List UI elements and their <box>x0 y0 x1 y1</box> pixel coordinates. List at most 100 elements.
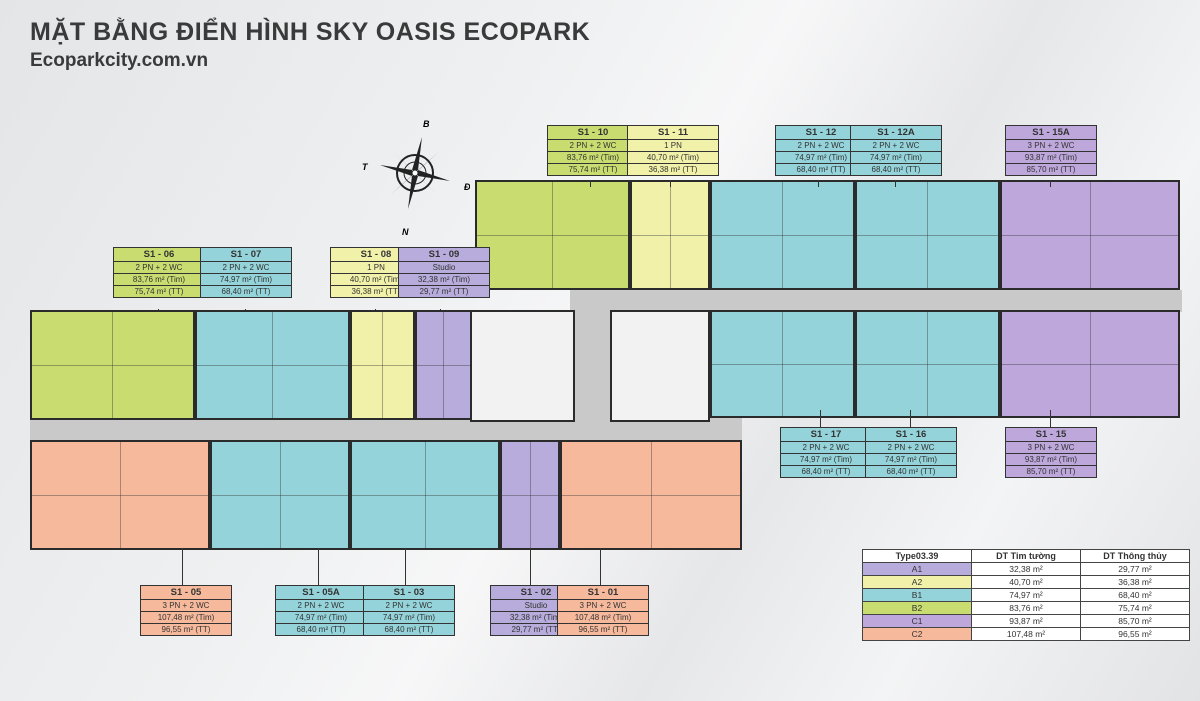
leader-line <box>405 548 406 585</box>
unit-id: S1 - 08 <box>360 249 392 260</box>
legend-cell-type: A2 <box>862 575 972 589</box>
legend-cell-tt: 96,55 m² <box>1080 627 1190 641</box>
unit-id: S1 - 15A <box>1032 127 1070 138</box>
unit-s116[interactable] <box>855 310 1000 418</box>
unit-tim: 74,97 m² (Tim) <box>201 273 291 285</box>
unit-id: S1 - 05A <box>302 587 340 598</box>
leader-line <box>245 309 246 310</box>
unit-rooms: Studio <box>399 261 489 273</box>
compass-west: T <box>362 162 369 172</box>
unit-id: S1 - 05 <box>170 587 202 598</box>
unit-rooms: 2 PN + 2 WC <box>364 599 454 611</box>
unit-id: S1 - 01 <box>587 587 619 598</box>
unit-s101[interactable] <box>560 440 742 550</box>
unit-rooms: 2 PN + 2 WC <box>548 139 638 151</box>
lobby <box>575 300 610 430</box>
unit-rooms: Studio <box>491 599 581 611</box>
unit-tim: 74,97 m² (Tim) <box>851 151 941 163</box>
compass-south: N <box>402 227 409 235</box>
unit-s108[interactable] <box>350 310 415 420</box>
unit-tim: 74,97 m² (Tim) <box>776 151 866 163</box>
unit-s109[interactable] <box>415 310 472 420</box>
unit-s112[interactable] <box>710 180 855 290</box>
unit-s111[interactable] <box>630 180 710 290</box>
unit-s105[interactable] <box>30 440 210 550</box>
compass-icon: B Đ N T <box>362 119 471 237</box>
unit-id: S1 - 11 <box>657 127 689 138</box>
unit-s105a[interactable] <box>210 440 350 550</box>
unit-rooms: 2 PN + 2 WC <box>201 261 291 273</box>
unit-tt: 68,40 m² (TT) <box>851 163 941 175</box>
unit-rooms: 2 PN + 2 WC <box>851 139 941 151</box>
unit-tt: 68,40 m² (TT) <box>866 465 956 477</box>
legend-cell-type: C2 <box>862 627 972 641</box>
legend-cell-tt: 75,74 m² <box>1080 601 1190 615</box>
unit-s115a[interactable] <box>1000 180 1180 290</box>
unit-s117[interactable] <box>710 310 855 418</box>
unit-id: S1 - 02 <box>520 587 552 598</box>
unit-tt: 68,40 m² (TT) <box>201 285 291 297</box>
leader-line <box>910 410 911 427</box>
legend-cell-tt: 36,38 m² <box>1080 575 1190 589</box>
unit-s107[interactable] <box>195 310 350 420</box>
legend-cell-tim: 40,70 m² <box>971 575 1081 589</box>
unit-tt: 85,70 m² (TT) <box>1006 465 1096 477</box>
leader-line <box>670 180 671 187</box>
unit-id: S1 - 06 <box>143 249 175 260</box>
unit-tim: 74,97 m² (Tim) <box>276 611 366 623</box>
unit-s112a[interactable] <box>855 180 1000 290</box>
unit-tt: 36,38 m² (TT) <box>628 163 718 175</box>
leader-line <box>895 180 896 187</box>
stair-core-right <box>610 310 710 422</box>
compass-rose: B Đ N T <box>360 115 471 237</box>
unit-rooms: 3 PN + 2 WC <box>141 599 231 611</box>
unit-rooms: 2 PN + 2 WC <box>114 261 204 273</box>
legend-cell-type: C1 <box>862 614 972 628</box>
unit-tt: 29,77 m² (TT) <box>399 285 489 297</box>
unit-s115[interactable] <box>1000 310 1180 418</box>
legend-cell-tim: 83,76 m² <box>971 601 1081 615</box>
leader-line <box>158 309 159 310</box>
unit-tim: 32,38 m² (Tim) <box>399 273 489 285</box>
unit-s103[interactable] <box>350 440 500 550</box>
unit-tim: 74,97 m² (Tim) <box>866 453 956 465</box>
unit-rooms: 3 PN + 2 WC <box>1006 139 1096 151</box>
unit-tt: 29,77 m² (TT) <box>491 623 581 635</box>
unit-tim: 83,76 m² (Tim) <box>548 151 638 163</box>
leader-line <box>530 548 531 585</box>
compass-east: Đ <box>464 182 470 192</box>
unit-tt: 68,40 m² (TT) <box>776 163 866 175</box>
unit-rooms: 2 PN + 2 WC <box>866 441 956 453</box>
unit-tim: 40,70 m² (Tim) <box>628 151 718 163</box>
legend-cell-tim: 74,97 m² <box>971 588 1081 602</box>
unit-tt: 75,74 m² (TT) <box>548 163 638 175</box>
leader-line <box>318 548 319 585</box>
unit-s110[interactable] <box>475 180 630 290</box>
unit-tim: 32,38 m² (Tim) <box>491 611 581 623</box>
legend-cell-type: B1 <box>862 588 972 602</box>
unit-id: S1 - 16 <box>895 429 927 440</box>
unit-rooms: 1 PN <box>331 261 421 273</box>
leader-line <box>820 410 821 427</box>
leader-line <box>1050 180 1051 187</box>
legend-cell-tim: 93,87 m² <box>971 614 1081 628</box>
unit-tt: 36,38 m² (TT) <box>331 285 421 297</box>
unit-rooms: 2 PN + 2 WC <box>776 139 866 151</box>
unit-s106[interactable] <box>30 310 195 420</box>
unit-s102[interactable] <box>500 440 560 550</box>
legend-cell-type: A1 <box>862 562 972 576</box>
unit-rooms: 1 PN <box>628 139 718 151</box>
